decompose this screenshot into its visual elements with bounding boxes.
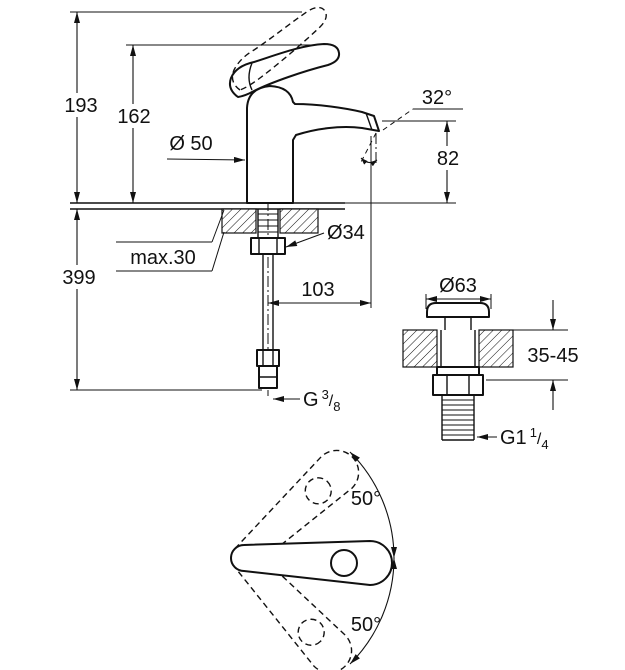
dimension-swing-down: 50° [349,557,397,665]
faucet-body-spout [246,85,380,204]
drain-hex-nut [432,374,484,396]
supply-hose [256,254,280,389]
dimension-deck-thickness: 35-45 [486,300,579,410]
drain-valve-view: Ø63 [402,275,579,452]
outlet-height-label: 82 [437,148,459,170]
stream-angle-arc [360,157,378,167]
drain-thread-section [441,395,475,441]
dimension-hole-diameter: Ø34 [285,222,365,248]
hole-diameter-label: Ø34 [327,222,365,244]
deck-max-label: max.30 [130,247,196,269]
lever-handle [228,43,341,98]
dimension-swing-up: 50° [349,451,397,559]
body-height-label: 162 [117,106,150,128]
base-diameter-label: Ø 50 [169,133,212,155]
water-stream-angle [359,132,378,167]
dimension-cap-diameter: Ø63 [425,275,492,309]
total-height-label: 193 [64,95,97,117]
deck-cross-section [221,208,319,234]
dimension-spout-angle: 32° [382,87,463,131]
aerator-face-line [365,112,373,131]
hose-length-label: 399 [62,267,95,289]
handle-lever-solid [230,540,393,586]
dimension-total-height: 193 [58,11,302,203]
drain-washer [436,366,480,376]
drain-deck-cross-section [402,329,514,368]
dimension-base-diameter: Ø 50 [166,133,246,163]
cap-diameter-label: Ø63 [439,275,477,297]
projection-label: 103 [301,279,334,301]
side-view: 193 162 Ø 50 32° 82 [56,6,463,414]
dimension-outlet-height: 82 [382,120,462,203]
lever-handle-raised-dashed [231,6,327,91]
drain-body [432,330,484,441]
handle-hole [330,549,358,577]
swing-up-label: 50° [351,488,381,510]
swing-down-label: 50° [351,614,381,636]
drain-cap [426,302,490,330]
dimension-projection: 103 [268,136,372,308]
spout-angle-label: 32° [422,87,452,109]
mounting-shank [250,209,286,255]
dimension-deck-max: max.30 [116,209,225,272]
dimension-body-height: 162 [112,44,318,203]
handle-top-view: 50° 50° [230,449,397,670]
dimension-hose-length: 399 [56,209,262,391]
deck-thickness-label: 35-45 [527,345,578,367]
